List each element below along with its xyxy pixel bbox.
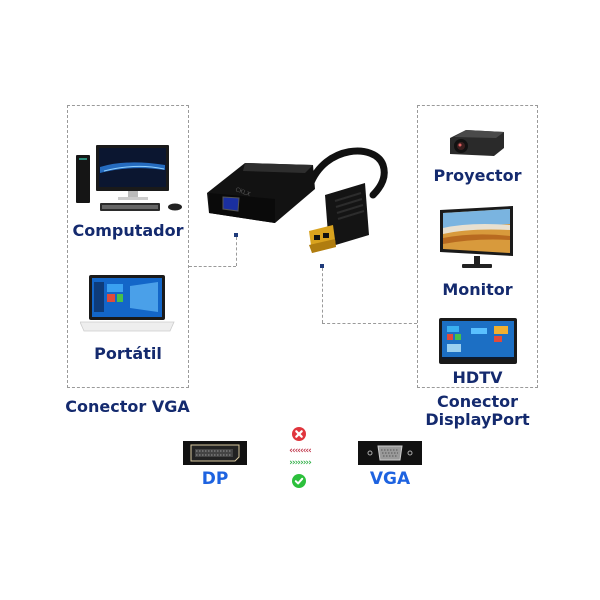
reverse-arrows: ‹‹‹‹‹‹‹‹ <box>289 446 312 456</box>
vga-port-label: VGA <box>369 469 411 489</box>
displayport-caption-line1: Conector <box>437 392 518 411</box>
vga-callout-dot <box>234 233 238 237</box>
dp-port-label: DP <box>201 469 229 489</box>
projector-icon <box>444 128 506 160</box>
check-icon <box>292 473 306 488</box>
dp-callout-horizontal <box>322 323 417 324</box>
forward-arrows: ›››››››› <box>289 458 312 468</box>
device-label-proyector: Proyector <box>433 166 522 185</box>
device-label-portatil: Portátil <box>94 344 162 363</box>
vga-port-icon <box>358 441 422 465</box>
vga-devices-panel <box>67 105 189 388</box>
vga-callout-vertical <box>236 237 237 266</box>
error-x-icon <box>292 426 306 441</box>
laptop-icon <box>79 274 176 334</box>
vga-callout-horizontal <box>189 266 236 267</box>
dp-callout-vertical <box>322 268 323 323</box>
device-label-monitor: Monitor <box>442 280 513 299</box>
desktop-computer-icon <box>76 145 186 215</box>
displayport-devices-panel <box>417 105 538 388</box>
device-label-hdtv: HDTV <box>452 368 503 387</box>
svg-text:CKLX: CKLX <box>234 186 251 198</box>
hdtv-icon <box>439 318 517 364</box>
vga-connector-caption: Conector VGA <box>65 397 190 416</box>
device-label-computador: Computador <box>72 221 184 240</box>
dp-port-icon <box>183 441 247 465</box>
displayport-to-vga-adapter-image: CKLX <box>205 145 400 260</box>
displayport-caption-line2: DisplayPort <box>425 410 530 429</box>
dp-callout-dot <box>320 264 324 268</box>
monitor-icon <box>440 206 515 274</box>
